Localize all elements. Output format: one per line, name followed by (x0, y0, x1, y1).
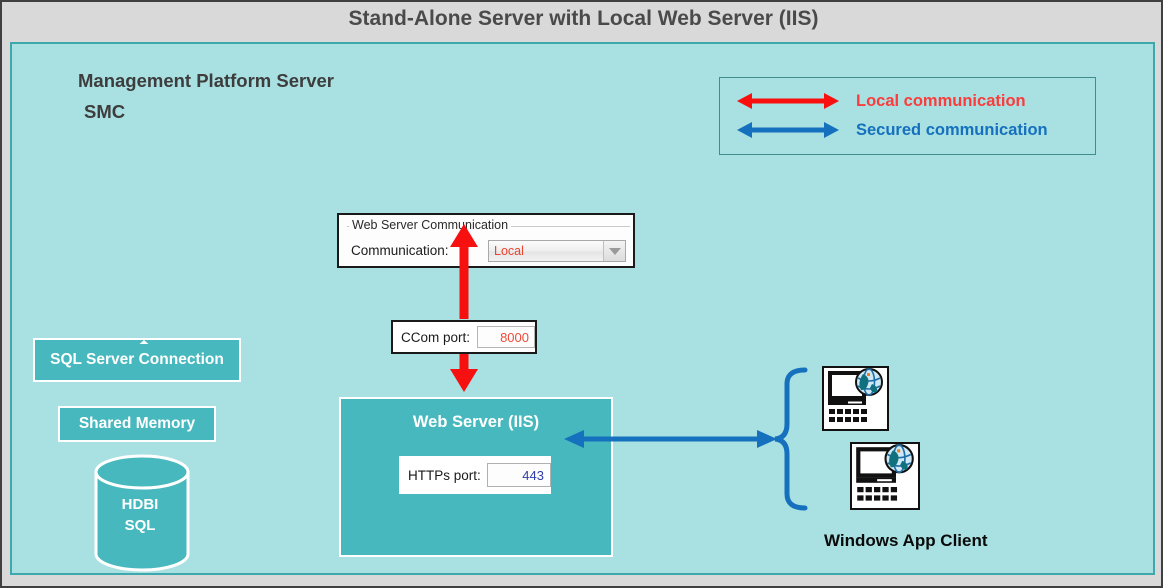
ccom-port-input[interactable]: 8000 (477, 326, 535, 348)
chevron-down-glyph (608, 247, 621, 255)
legend-label-local: Local communication (856, 91, 1026, 110)
https-port-input[interactable]: 443 (486, 463, 551, 487)
ccom-port-label: CCom port: (401, 329, 471, 345)
management-platform-panel: Management Platform Server SMC Local com… (10, 42, 1155, 575)
chevron-down-icon[interactable] (603, 241, 625, 261)
server-subheading: SMC (84, 101, 126, 122)
database-cylinder-icon (94, 454, 190, 572)
computer-globe-icon[interactable] (850, 442, 920, 510)
sql-server-connection-label: SQL Server Connection (50, 351, 224, 368)
double-arrow-icon (736, 90, 840, 112)
groupbox-title: Web Server Communication (349, 218, 512, 232)
communication-selected-value: Local (494, 244, 524, 258)
web-server-iis-box: Web Server (IIS) HTTPs port: 443 (339, 397, 613, 557)
shared-memory-label: Shared Memory (78, 415, 196, 432)
red-arrow-down (450, 354, 478, 392)
https-port-label: HTTPs port: (408, 467, 481, 483)
curly-brace-icon (774, 367, 808, 511)
sql-server-connection-box: SQL Server Connection (33, 338, 241, 382)
legend-box: Local communication Secured communicatio… (719, 77, 1096, 155)
shared-memory-box: Shared Memory (58, 406, 216, 442)
computer-globe-icon[interactable] (822, 366, 889, 431)
web-server-communication-groupbox: Web Server Communication Communication: … (337, 213, 635, 268)
web-server-iis-title: Web Server (IIS) (412, 413, 540, 431)
https-port-panel: HTTPs port: 443 (399, 456, 551, 494)
legend-item-secured: Secured communication (720, 116, 1095, 144)
double-arrow-icon (736, 119, 840, 141)
communication-dropdown[interactable]: Local (488, 240, 626, 262)
windows-app-client-label: Windows App Client (824, 531, 988, 550)
page-title: Stand-Alone Server with Local Web Server… (348, 7, 819, 30)
shared-memory-block-arrows (139, 339, 149, 344)
legend-label-secured: Secured communication (856, 120, 1048, 139)
legend-item-local: Local communication (720, 87, 1095, 115)
server-heading: Management Platform Server (78, 70, 335, 91)
ccom-port-panel: CCom port: 8000 (391, 320, 537, 354)
communication-label: Communication: (351, 243, 449, 258)
